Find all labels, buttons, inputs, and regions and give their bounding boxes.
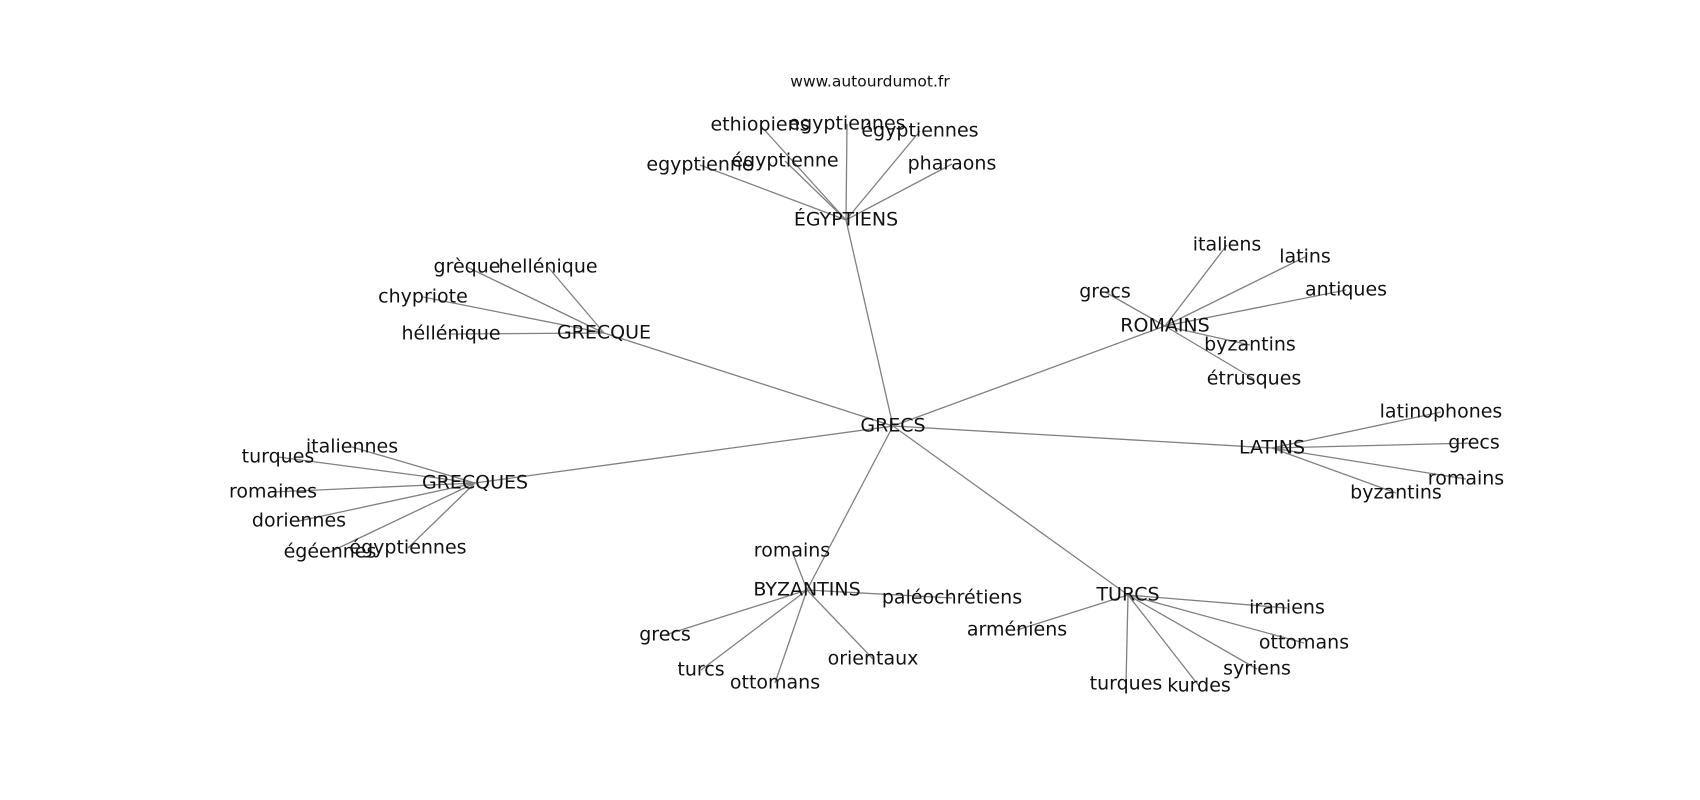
edge-turcs-t1 — [1127, 594, 1288, 609]
hub-node-turcs[interactable]: TURCS — [1095, 584, 1159, 606]
hub-node-romains[interactable]: ROMAINS — [1120, 315, 1209, 337]
leaf-node-g2[interactable]: hellénique — [498, 256, 597, 278]
leaf-node-e1[interactable]: ethiopiens — [710, 114, 809, 136]
edge-grecques-q4 — [298, 482, 476, 522]
edge-grecs-grecque — [603, 332, 894, 427]
edge-grecque-g1 — [466, 266, 605, 334]
leaf-node-b5[interactable]: turcs — [677, 659, 724, 681]
leaf-node-t2[interactable]: arméniens — [967, 619, 1067, 641]
leaf-node-q6[interactable]: égyptiennes — [349, 537, 466, 559]
leaf-node-q2[interactable]: turques — [242, 446, 315, 468]
edge-byzantins-b2 — [806, 589, 953, 599]
leaf-node-t4[interactable]: syriens — [1223, 658, 1291, 680]
hub-node-latins[interactable]: LATINS — [1239, 437, 1305, 459]
edge-grecques-q3 — [272, 482, 476, 493]
leaf-node-q1[interactable]: italiennes — [306, 436, 398, 458]
leaf-node-b4[interactable]: orientaux — [828, 648, 919, 670]
edge-grecques-q5 — [329, 482, 476, 553]
edge-grecs-byzantins — [806, 425, 894, 591]
leaf-node-b1[interactable]: romains — [754, 540, 830, 562]
edge-grecs-egyptiens — [845, 219, 894, 427]
edge-romains-r5 — [1164, 325, 1251, 346]
edge-egyptiens-e5 — [699, 164, 847, 221]
edge-romains-r3 — [1104, 291, 1166, 327]
leaf-node-r4[interactable]: antiques — [1305, 279, 1387, 301]
edge-egyptiens-e2 — [845, 123, 848, 221]
edge-byzantins-b1 — [791, 550, 808, 591]
source-url: www.autourdumot.fr — [790, 73, 950, 91]
edge-grecque-g4 — [450, 332, 605, 335]
edge-grecs-romains — [892, 325, 1166, 427]
leaf-node-g1[interactable]: grèque — [434, 256, 501, 278]
edge-grecque-g3 — [422, 296, 605, 334]
leaf-node-q4[interactable]: doriennes — [252, 510, 346, 532]
leaf-node-r6[interactable]: étrusques — [1207, 368, 1302, 390]
edge-latins-l3 — [1271, 447, 1467, 480]
edge-romains-r4 — [1164, 289, 1347, 327]
hub-node-grecs[interactable]: GRECS — [860, 415, 925, 437]
leaf-node-q5[interactable]: égéennes — [284, 541, 377, 563]
leaf-node-e2[interactable]: egyptiennes — [788, 113, 905, 135]
hub-node-grecques[interactable]: GRECQUES — [422, 472, 528, 494]
edge-egyptiens-e4 — [784, 160, 847, 221]
nodes-layer: GRECS ÉGYPTIENS GRECQUE ROMAINS LATINS GRECQU… — [229, 113, 1504, 697]
leaf-node-b6[interactable]: ottomans — [730, 672, 820, 694]
leaf-node-e4[interactable]: égyptienne — [731, 150, 838, 172]
edge-grecques-q2 — [277, 456, 476, 484]
edge-turcs-t4 — [1127, 594, 1258, 670]
edge-romains-r1 — [1164, 244, 1228, 327]
edge-turcs-t6 — [1127, 594, 1200, 687]
edge-latins-l4 — [1271, 447, 1397, 494]
leaf-node-t1[interactable]: iraniens — [1249, 597, 1325, 619]
hub-node-egyptiens[interactable]: ÉGYPTIENS — [794, 208, 898, 231]
edge-grecques-q6 — [407, 482, 476, 549]
leaf-node-g3[interactable]: chypriote — [378, 286, 468, 308]
leaf-node-r5[interactable]: byzantins — [1204, 334, 1296, 356]
edge-turcs-t5 — [1125, 594, 1129, 685]
edge-byzantins-b4 — [806, 589, 874, 660]
edge-latins-l2 — [1271, 442, 1475, 449]
leaf-node-r1[interactable]: italiens — [1193, 234, 1262, 256]
leaf-node-r2[interactable]: latins — [1279, 246, 1331, 268]
leaf-node-l3[interactable]: romains — [1428, 468, 1504, 490]
leaf-node-r3[interactable]: grecs — [1079, 281, 1131, 303]
edges-layer — [272, 123, 1475, 687]
hub-node-grecque[interactable]: GRECQUE — [557, 322, 651, 344]
leaf-node-e3[interactable]: égyptiennes — [861, 120, 978, 142]
leaf-node-b2[interactable]: paléochrétiens — [882, 587, 1022, 609]
edge-grecs-turcs — [892, 425, 1129, 596]
edge-romains-r2 — [1164, 256, 1306, 327]
edge-grecque-g2 — [547, 266, 605, 334]
leaf-node-b3[interactable]: grecs — [639, 624, 691, 646]
edge-romains-r6 — [1164, 325, 1255, 380]
leaf-node-e5[interactable]: egyptienne — [646, 154, 753, 176]
edge-egyptiens-e1 — [759, 124, 847, 221]
edge-byzantins-b5 — [700, 589, 808, 671]
edge-latins-l1 — [1271, 411, 1442, 449]
leaf-node-t3[interactable]: ottomans — [1259, 632, 1349, 654]
leaf-node-e6[interactable]: pharaons — [908, 153, 997, 175]
edge-grecs-grecques — [474, 425, 894, 484]
leaf-node-l2[interactable]: grecs — [1448, 432, 1500, 454]
leaf-node-g4[interactable]: héllénique — [401, 323, 500, 345]
leaf-node-q3[interactable]: romaines — [229, 481, 317, 503]
hub-node-byzantins[interactable]: BYZANTINS — [753, 579, 860, 601]
edge-grecques-q1 — [351, 446, 476, 484]
edge-byzantins-b6 — [774, 589, 808, 684]
edge-turcs-t3 — [1127, 594, 1305, 644]
edge-egyptiens-e6 — [845, 163, 953, 221]
leaf-node-l4[interactable]: byzantins — [1350, 482, 1442, 504]
edge-egyptiens-e3 — [845, 130, 921, 221]
edge-grecs-latins — [892, 425, 1273, 449]
edge-byzantins-b3 — [664, 589, 808, 636]
leaf-node-t6[interactable]: kurdes — [1167, 675, 1231, 697]
edge-turcs-t2 — [1016, 594, 1129, 631]
leaf-node-l1[interactable]: latinophones — [1380, 401, 1503, 423]
leaf-node-t5[interactable]: turques — [1090, 673, 1163, 695]
